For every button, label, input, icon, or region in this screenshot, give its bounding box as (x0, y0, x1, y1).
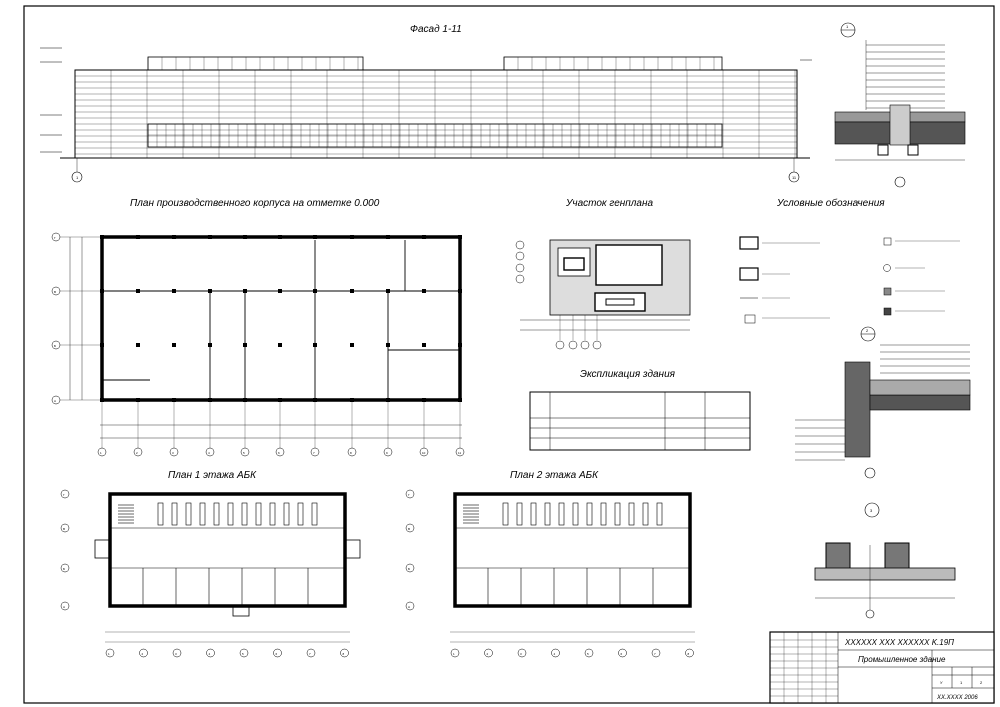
plan-axis-number: 7 (313, 451, 315, 455)
plan-axis-letter: Г (54, 236, 56, 240)
abk-axis-letter: Б (408, 567, 410, 571)
abk-axis-letter: Г (63, 493, 65, 497)
plan-axis-number: 10 (422, 451, 426, 455)
abk-axis-number: 2 (142, 652, 144, 656)
plan-title: План производственного корпуса на отметк… (130, 198, 380, 209)
abk-floor-2: План 2 этажа АБК 1 2 3 4 5 6 7 8 Г В Б А (405, 470, 695, 658)
abk-axis-letter: В (63, 527, 65, 531)
abk-axis-letter: А (408, 605, 410, 609)
abk-axis-number: 3 (175, 652, 177, 656)
stamp-project: Промышленное здание (858, 655, 946, 664)
facade-axis-11: 11 (792, 175, 797, 180)
abk1-title: План 1 этажа АБК (168, 470, 257, 481)
detail-3: 3 (814, 502, 956, 619)
abk-axis-number: 1 (108, 652, 110, 656)
facade-title: Фасад 1-11 (410, 24, 462, 35)
abk-axis-number: 5 (242, 652, 244, 656)
abk-axis-number: 7 (654, 652, 656, 656)
detail-1: 1 (834, 22, 966, 188)
abk-axis-number: 6 (276, 652, 278, 656)
production-plan: План производственного корпуса на отметк… (51, 198, 465, 457)
facade-axis-1: 1 (76, 175, 79, 180)
explication-title: Экспликация здания (580, 369, 676, 380)
abk-axis-letter: Г (408, 493, 410, 497)
stamp-author: XX.XXXX 2006 (936, 695, 978, 701)
facade: Фасад 1-11 1 11 (40, 24, 812, 183)
abk2-title: План 2 этажа АБК (510, 470, 599, 481)
plan-axis-number: 1 (100, 451, 102, 455)
detail-2-marker: 2 (866, 328, 869, 333)
abk-axis-letter: В (408, 527, 410, 531)
stamp-sheet-number: 1 (960, 680, 963, 685)
plan-axis-number: 8 (350, 451, 352, 455)
abk-axis-letter: А (63, 605, 65, 609)
abk-axis-number: 8 (343, 652, 345, 656)
plan-axis-number: 11 (458, 451, 461, 455)
stamp-code: XXXXXX XXX XXXXXX K.19П (844, 638, 954, 647)
title-block: XXXXXX XXX XXXXXX K.19П Промышленное зда… (769, 631, 995, 704)
site-plan: Участок генплана (515, 198, 691, 350)
stamp-sheet-total: 2 (980, 680, 983, 685)
plan-axis-number: 2 (136, 451, 138, 455)
abk-floor-1: План 1 этажа АБК 1 2 3 4 5 6 7 8 Г В Б А (60, 470, 361, 658)
abk-axis-number: 4 (554, 652, 556, 656)
plan-axis-letter: А (54, 399, 56, 403)
abk-axis-number: 6 (621, 652, 623, 656)
site-title: Участок генплана (565, 198, 653, 209)
abk-axis-number: 5 (587, 652, 589, 656)
plan-axis-number: 4 (208, 451, 210, 455)
stamp-sheet-stage: У (940, 680, 943, 685)
abk-axis-letter: Б (63, 567, 65, 571)
explication-table: Экспликация здания (529, 369, 751, 451)
plan-axis-number: 6 (278, 451, 280, 455)
abk-axis-number: 8 (688, 652, 690, 656)
plan-axis-number: 9 (386, 451, 388, 455)
abk-axis-number: 3 (520, 652, 522, 656)
plan-axis-letter: В (54, 290, 56, 294)
legend-title: Условные обозначения (776, 197, 885, 209)
detail-3-marker: 3 (870, 508, 873, 513)
sheet-frame (23, 5, 995, 704)
plan-axis-letter: Б (54, 344, 56, 348)
plan-axis-number: 3 (172, 451, 174, 455)
abk-axis-number: 2 (487, 652, 489, 656)
abk-axis-number: 7 (309, 652, 311, 656)
detail-1-marker: 1 (846, 24, 849, 29)
detail-2: 2 (795, 326, 971, 479)
abk-axis-number: 1 (453, 652, 455, 656)
plan-axis-number: 5 (243, 451, 245, 455)
legend: Условные обозначения (739, 197, 960, 324)
abk-axis-number: 4 (209, 652, 211, 656)
